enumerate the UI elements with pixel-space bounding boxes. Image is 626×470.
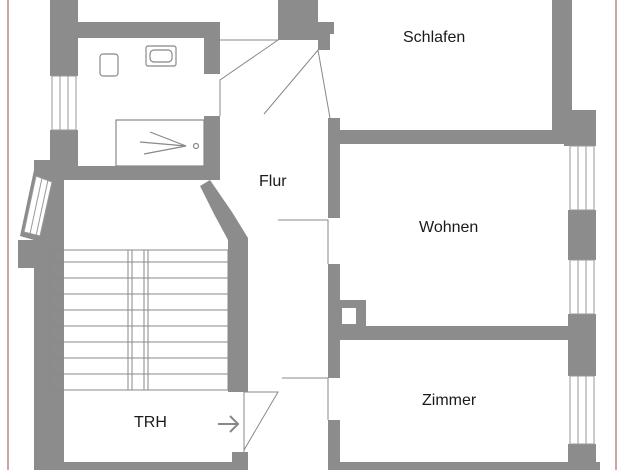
bath-fixtures xyxy=(99,45,205,167)
door-schlafen xyxy=(263,48,331,119)
window-wohnen-2 xyxy=(569,259,595,315)
door-bath xyxy=(219,39,280,116)
toilet-icon xyxy=(99,53,119,77)
shaft xyxy=(342,308,356,324)
wall xyxy=(336,326,572,340)
walls xyxy=(18,0,600,470)
stair-steps xyxy=(50,261,228,375)
wall xyxy=(318,30,330,50)
windows xyxy=(23,75,595,445)
doors xyxy=(219,39,331,452)
wall xyxy=(330,462,600,470)
shower-icon xyxy=(115,119,205,167)
window-zimmer xyxy=(569,375,595,445)
staircase xyxy=(49,249,229,391)
wall xyxy=(232,452,248,470)
window-wohnen-1 xyxy=(569,145,595,211)
wall xyxy=(18,180,64,470)
wall xyxy=(328,130,568,144)
wall xyxy=(200,180,248,392)
wall xyxy=(50,0,78,24)
wall xyxy=(568,314,596,376)
door-zimmer xyxy=(282,377,329,420)
door-wohnen xyxy=(278,219,329,264)
wall xyxy=(568,444,596,470)
room-label-zimmer: Zimmer xyxy=(422,392,477,409)
wall xyxy=(564,110,596,146)
room-label-wohnen: Wohnen xyxy=(419,219,479,236)
wall xyxy=(278,0,318,40)
wall xyxy=(50,166,220,180)
top-room xyxy=(78,0,278,22)
wall xyxy=(328,420,340,470)
wall xyxy=(204,22,220,74)
wall xyxy=(204,116,220,180)
wall xyxy=(568,210,596,260)
room-label-schlafen: Schlafen xyxy=(403,29,466,46)
wall xyxy=(328,264,340,378)
wall xyxy=(50,22,220,38)
wall xyxy=(34,462,234,470)
room-label-trh: TRH xyxy=(134,414,167,431)
window-stair xyxy=(23,175,53,237)
wall xyxy=(552,0,572,130)
room-label-flur: Flur xyxy=(259,173,287,190)
entrance-arrow-icon xyxy=(218,415,240,433)
window-bath xyxy=(51,75,77,131)
sink-icon xyxy=(145,45,177,67)
door-entrance xyxy=(243,391,279,452)
